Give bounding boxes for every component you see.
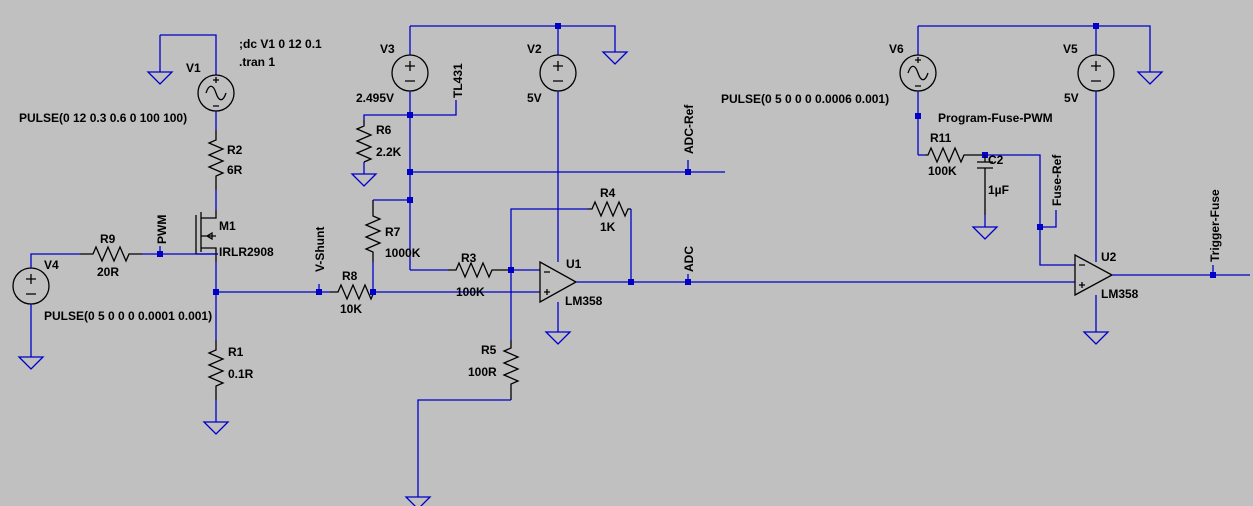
resistor-R6 [355, 120, 373, 163]
value-r2: 6R [227, 163, 243, 177]
label-r3: R3 [461, 251, 477, 265]
value-u2: LM358 [1101, 287, 1139, 301]
net-adcref: ADC-Ref [682, 104, 696, 154]
value-r1: 0.1R [228, 367, 254, 381]
value-r4: 1K [600, 220, 616, 234]
value-v6: PULSE(0 5 0 0 0 0.0006 0.001) [721, 92, 889, 106]
resistor-R3 [448, 261, 510, 279]
value-m1: IRLR2908 [219, 245, 274, 259]
label-tl431: TL431 [451, 63, 465, 98]
net-vshunt: V-Shunt [313, 227, 327, 272]
net-adc: ADC [682, 246, 696, 272]
label-v5: V5 [1063, 42, 1078, 56]
value-v4: PULSE(0 5 0 0 0 0.0001 0.001) [44, 309, 212, 323]
resistor-R8 [330, 283, 376, 301]
label-r11: R11 [930, 131, 952, 145]
source-V2[interactable] [539, 54, 577, 92]
resistor-R1 [207, 340, 225, 400]
value-c2: 1µF [988, 183, 1009, 197]
directive-dc: ;dc V1 0 12 0.1 [239, 37, 322, 51]
source-V4[interactable] [12, 267, 50, 305]
label-r5: R5 [481, 343, 497, 357]
label-r1: R1 [228, 345, 244, 359]
directive-tran: .tran 1 [239, 55, 275, 69]
label-r9: R9 [100, 232, 116, 246]
net-program: Program-Fuse-PWM [938, 111, 1053, 125]
value-r7: 1000K [385, 246, 421, 260]
opamp-U2[interactable] [1074, 253, 1114, 297]
label-c2: C2 [988, 153, 1004, 167]
label-m1: M1 [219, 219, 236, 233]
source-V1[interactable] [197, 74, 235, 112]
capacitor-C2 [977, 155, 993, 215]
label-v3: V3 [380, 42, 395, 56]
label-v4: V4 [44, 258, 59, 272]
resistor-R9 [80, 245, 142, 263]
value-v2: 5V [527, 91, 542, 105]
value-v1: PULSE(0 12 0.3 0.6 0 100 100) [19, 111, 187, 125]
source-V3[interactable] [391, 54, 429, 92]
label-r6: R6 [376, 123, 392, 137]
label-v1: V1 [186, 61, 201, 75]
net-pwm: PWM [155, 215, 169, 244]
opamp-U1[interactable] [539, 260, 578, 304]
source-V5[interactable] [1077, 54, 1115, 92]
resistor-R2 [207, 130, 225, 190]
label-u1: U1 [566, 257, 582, 271]
value-r6: 2.2K [376, 145, 402, 159]
label-r8: R8 [342, 269, 358, 283]
resistor-R5 [502, 340, 520, 400]
net-trigger: Trigger-Fuse [1208, 189, 1222, 262]
value-r8: 10K [340, 302, 362, 316]
value-r11: 100K [928, 164, 957, 178]
value-r3: 100K [456, 285, 485, 299]
label-r7: R7 [385, 225, 401, 239]
resistor-R7 [364, 200, 382, 262]
label-r2: R2 [227, 143, 243, 157]
value-u1: LM358 [565, 294, 603, 308]
label-v2: V2 [527, 42, 542, 56]
value-v5: 5V [1064, 91, 1079, 105]
source-V6[interactable] [899, 54, 937, 92]
resistor-R4 [588, 200, 631, 218]
resistor-R11 [925, 146, 985, 164]
net-fuseref: Fuse-Ref [1050, 154, 1064, 206]
label-r4: R4 [600, 186, 616, 200]
label-v6: V6 [889, 42, 904, 56]
value-r9: 20R [97, 265, 119, 279]
value-v3: 2.495V [356, 91, 394, 105]
mosfet-M1[interactable] [195, 210, 217, 262]
label-u2: U2 [1101, 250, 1117, 264]
value-r5: 100R [468, 365, 497, 379]
